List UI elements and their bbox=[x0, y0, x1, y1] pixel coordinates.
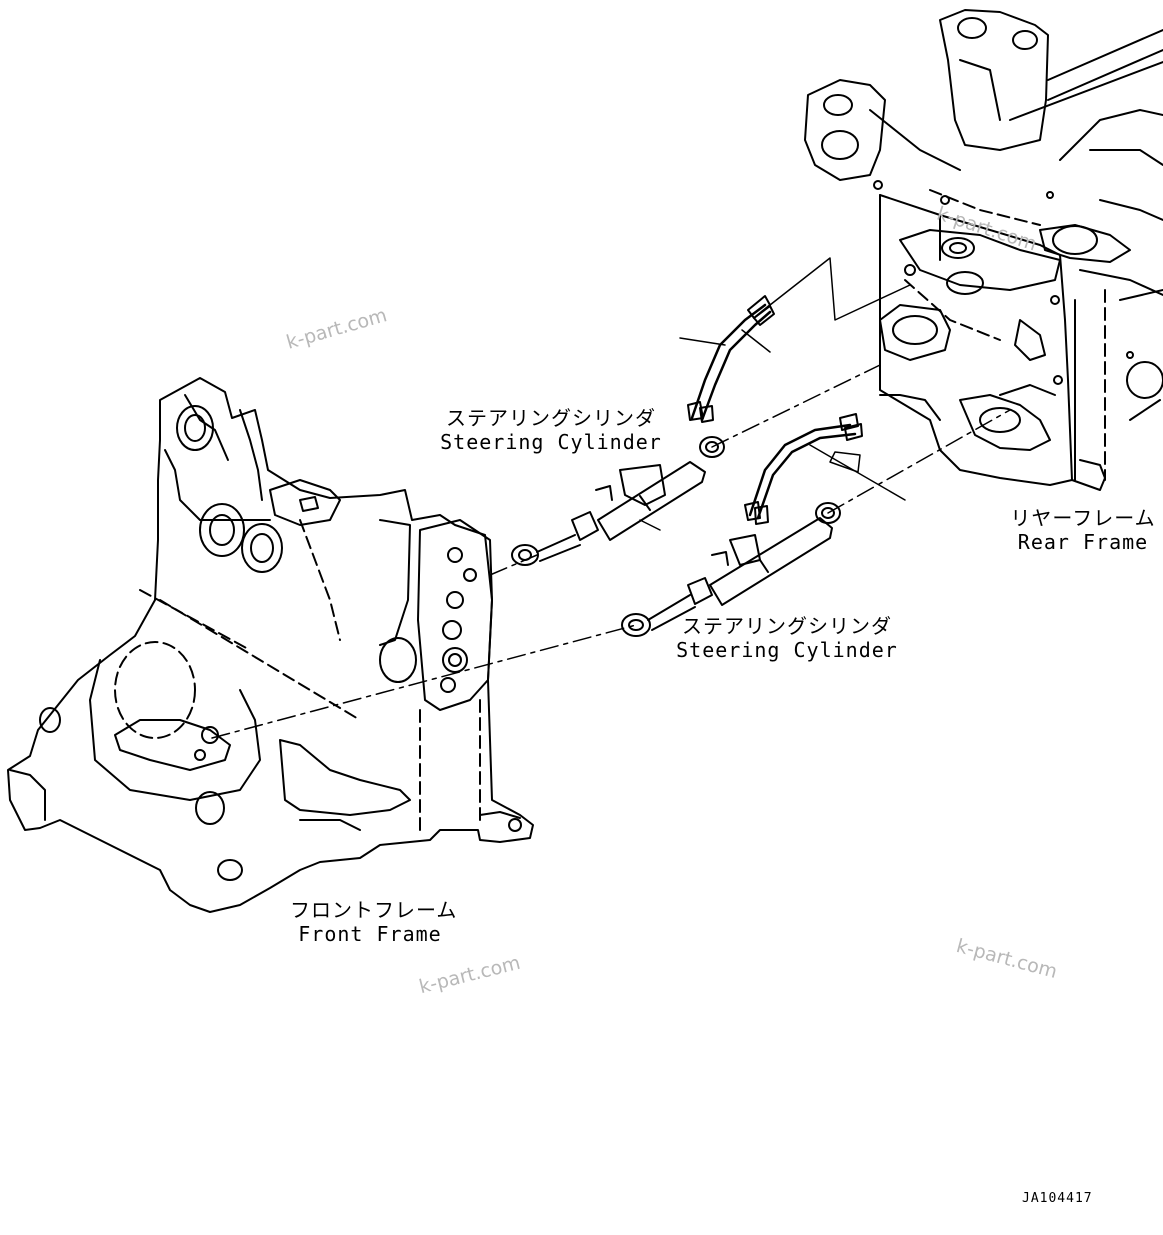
lower-steering-cylinder-drawing bbox=[621, 413, 863, 637]
upper-steering-cylinder-label-jp: ステアリングシリンダ bbox=[446, 406, 656, 430]
rear-frame-drawing bbox=[804, 9, 1163, 491]
drawing-code: JA104417 bbox=[1022, 1191, 1093, 1206]
front-frame-drawing bbox=[7, 377, 534, 913]
upper-steering-cylinder-label-en: Steering Cylinder bbox=[440, 430, 662, 454]
front-frame-label-en: Front Frame bbox=[298, 922, 442, 946]
assembly-lines bbox=[211, 257, 1011, 739]
lower-steering-cylinder-label: ステアリングシリンダ Steering Cylinder bbox=[672, 614, 902, 662]
lower-steering-cylinder-label-jp: ステアリングシリンダ bbox=[682, 614, 892, 638]
rear-frame-label-en: Rear Frame bbox=[1017, 530, 1149, 554]
front-frame-label-jp: フロントフレーム bbox=[290, 898, 458, 922]
front-frame-label: フロントフレーム Front Frame bbox=[290, 898, 458, 946]
upper-steering-cylinder-label: ステアリングシリンダ Steering Cylinder bbox=[436, 406, 666, 454]
rear-frame-label: リヤーフレーム Rear Frame bbox=[1008, 506, 1158, 554]
upper-steering-cylinder-drawing bbox=[511, 295, 775, 566]
rear-frame-label-jp: リヤーフレーム bbox=[1010, 506, 1156, 530]
lower-steering-cylinder-label-en: Steering Cylinder bbox=[676, 638, 898, 662]
